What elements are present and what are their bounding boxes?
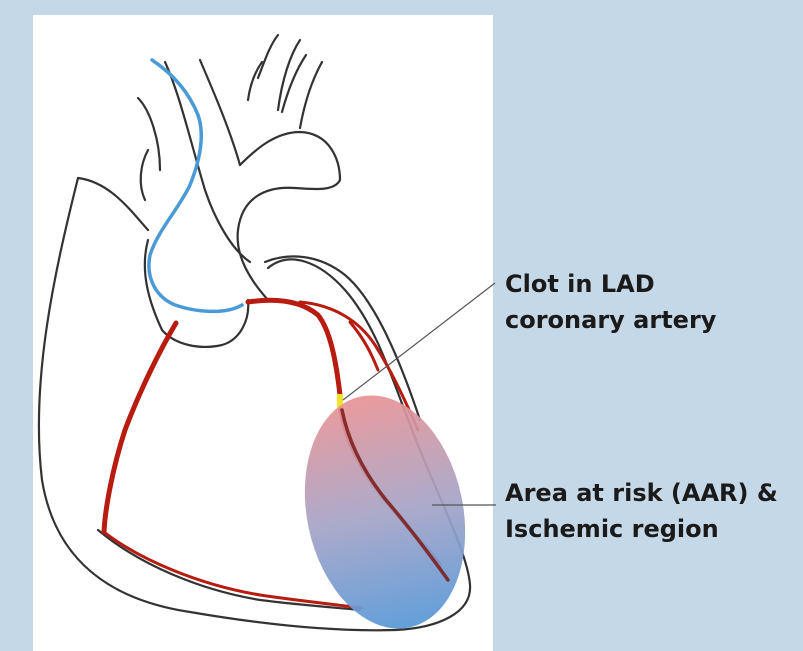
aar-label-line2: Ischemic region [505, 511, 778, 547]
aar-label: Area at risk (AAR) & Ischemic region [505, 475, 778, 547]
clot-label-line2: coronary artery [505, 302, 716, 338]
aar-label-line1: Area at risk (AAR) & [505, 475, 778, 511]
clot-label: Clot in LAD coronary artery [505, 266, 716, 338]
clot-label-line1: Clot in LAD [505, 266, 716, 302]
